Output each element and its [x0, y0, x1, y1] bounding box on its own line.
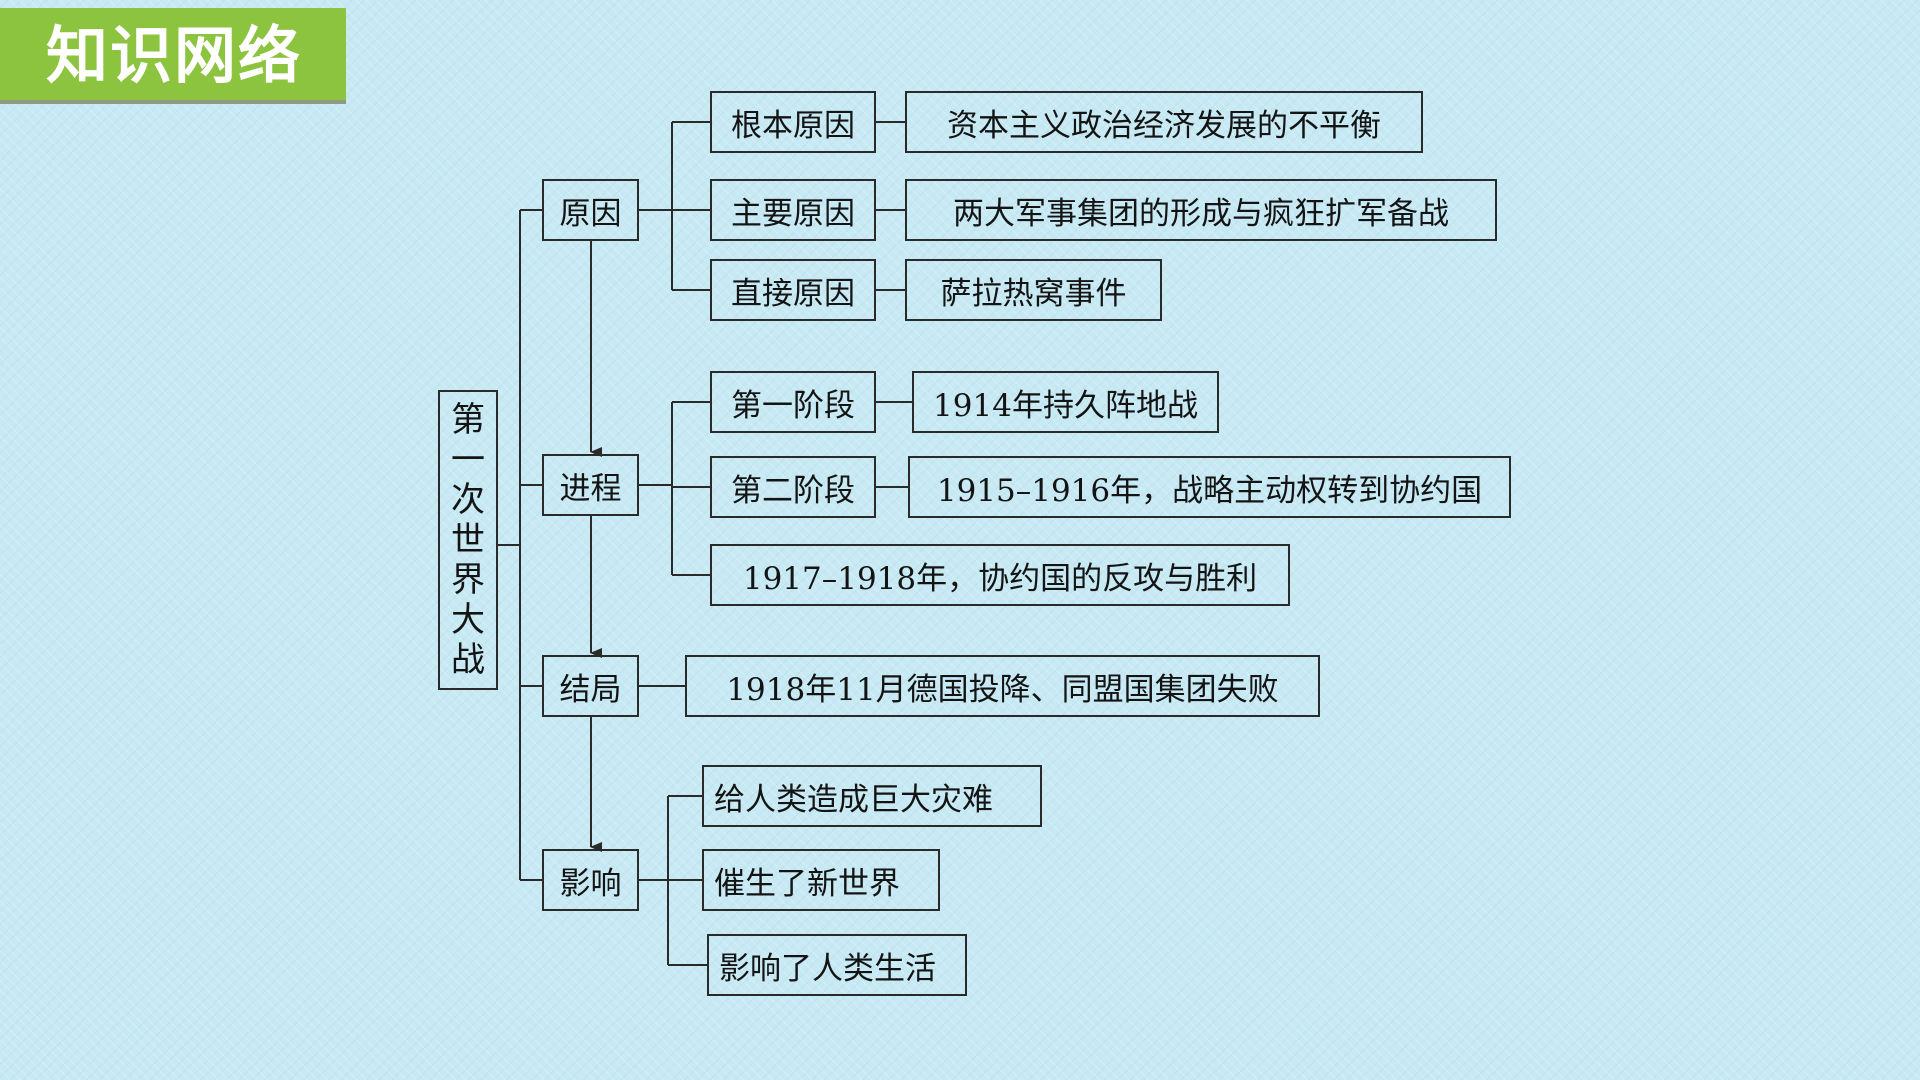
detail-impact-new-world: 催生了新世界 [702, 849, 940, 911]
detail-cause-main: 两大军事集团的形成与疯狂扩军备战 [905, 179, 1497, 241]
node-cause-main: 主要原因 [710, 179, 876, 241]
node-cause: 原因 [542, 179, 639, 241]
node-process-stage-2: 第二阶段 [710, 456, 876, 518]
node-outcome: 结局 [542, 655, 639, 717]
detail-outcome: 1918年11月德国投降、同盟国集团失败 [685, 655, 1320, 717]
root-char: 世 [451, 520, 485, 560]
detail-cause-direct: 萨拉热窝事件 [905, 259, 1162, 321]
detail-process-stage-3: 1917–1918年，协约国的反攻与胜利 [710, 544, 1290, 606]
root-char: 战 [451, 640, 485, 680]
root-char: 第 [451, 400, 485, 440]
root-node-wwi: 第 一 次 世 界 大 战 [438, 390, 498, 690]
node-process-stage-1: 第一阶段 [710, 371, 876, 433]
node-cause-direct: 直接原因 [710, 259, 876, 321]
page-title: 知识网络 [0, 8, 346, 104]
detail-cause-fundamental: 资本主义政治经济发展的不平衡 [905, 91, 1423, 153]
detail-process-stage-1: 1914年持久阵地战 [912, 371, 1219, 433]
detail-impact-life: 影响了人类生活 [707, 934, 967, 996]
detail-process-stage-2: 1915–1916年，战略主动权转到协约国 [908, 456, 1511, 518]
root-char: 次 [451, 480, 485, 520]
root-char: 一 [451, 440, 485, 480]
root-char: 大 [451, 600, 485, 640]
node-impact: 影响 [542, 849, 639, 911]
detail-impact-disaster: 给人类造成巨大灾难 [702, 765, 1042, 827]
node-process: 进程 [542, 454, 639, 516]
node-cause-fundamental: 根本原因 [710, 91, 876, 153]
root-char: 界 [451, 560, 485, 600]
